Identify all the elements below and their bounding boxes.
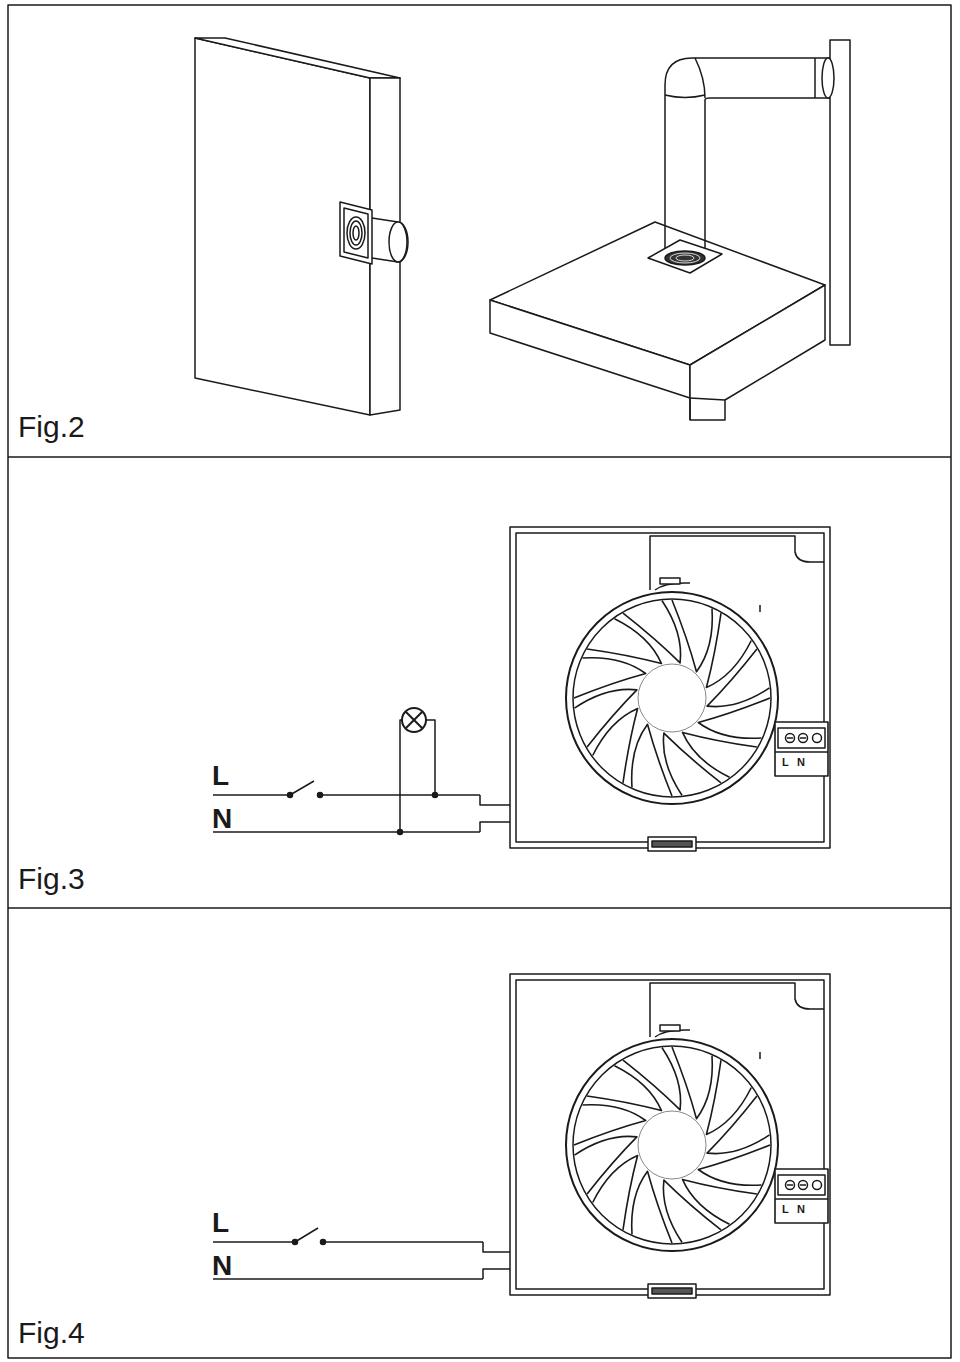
terminal-screws (778, 728, 825, 748)
line-label: L (212, 1209, 229, 1237)
figure-label: Fig.2 (18, 412, 85, 442)
fan-blade (663, 1180, 721, 1242)
line-label: L (212, 762, 229, 790)
ceiling-shelf (490, 40, 850, 420)
fan-ring-inner (573, 599, 771, 797)
fan-blade (707, 1096, 769, 1154)
lamp-symbol (402, 708, 426, 732)
fan-blade (672, 600, 712, 672)
duct-pipe (665, 58, 834, 250)
fan-housing-inner (516, 533, 824, 842)
fan-hub (638, 664, 706, 732)
fan-housing (510, 974, 830, 1295)
separator (8, 907, 951, 909)
terminal-screw-slot (800, 1184, 806, 1186)
housing-notch (650, 983, 824, 1037)
fan-blade (632, 724, 672, 796)
bottom-clip-slot (652, 841, 692, 847)
fan-blade (663, 733, 721, 795)
terminal-block (775, 1169, 828, 1223)
fan-blade (574, 1105, 646, 1145)
terminal-block (775, 722, 828, 776)
terminal-divider (775, 751, 828, 753)
fan-blade (623, 601, 681, 663)
ceiling-fan (648, 240, 722, 273)
fan-blade (672, 1047, 712, 1119)
neutral-label: N (212, 805, 232, 833)
terminal-screws (778, 1175, 825, 1195)
terminal-screw (786, 734, 795, 743)
fan-housing-inner (516, 980, 824, 1289)
terminal-screw-slot (787, 737, 793, 739)
fan-ring (566, 1039, 778, 1251)
frame (8, 5, 951, 1358)
housing-notch (650, 536, 824, 590)
terminal-label: N (797, 757, 805, 768)
terminal-screw (799, 734, 808, 743)
wall-fan (340, 202, 408, 264)
fan-unit (510, 974, 830, 1298)
terminal-screw-slot (787, 1184, 793, 1186)
fan-blade (707, 649, 769, 707)
wall-slab (195, 38, 400, 415)
fan-ring (566, 592, 778, 804)
fan-blade (575, 1136, 637, 1194)
figure-label: Fig.3 (18, 864, 85, 894)
terminal-label: L (782, 757, 789, 768)
fan-blade (623, 1048, 681, 1110)
figure-label: Fig.4 (18, 1318, 85, 1348)
terminal-divider (775, 1198, 828, 1200)
fan-blade (632, 1171, 672, 1243)
fan-unit (510, 527, 830, 851)
terminal-label: L (782, 1204, 789, 1215)
bottom-clip-slot (652, 1288, 692, 1294)
fan-housing (510, 527, 830, 848)
terminal-screw (786, 1181, 795, 1190)
terminal-screw (799, 1181, 808, 1190)
fan-blade (574, 658, 646, 698)
terminal-label: N (797, 1204, 805, 1215)
fan-blade (575, 689, 637, 747)
fan-hub (638, 1111, 706, 1179)
neutral-label: N (212, 1252, 232, 1280)
separator (8, 456, 951, 458)
bottom-clip (648, 1284, 696, 1298)
fan-ring-inner (573, 1046, 771, 1244)
terminal-screw-slot (800, 737, 806, 739)
terminal-screw (813, 734, 822, 743)
fan-tab (660, 1025, 680, 1031)
terminal-screw (813, 1181, 822, 1190)
bottom-clip (648, 837, 696, 851)
fan-tab (660, 578, 680, 584)
